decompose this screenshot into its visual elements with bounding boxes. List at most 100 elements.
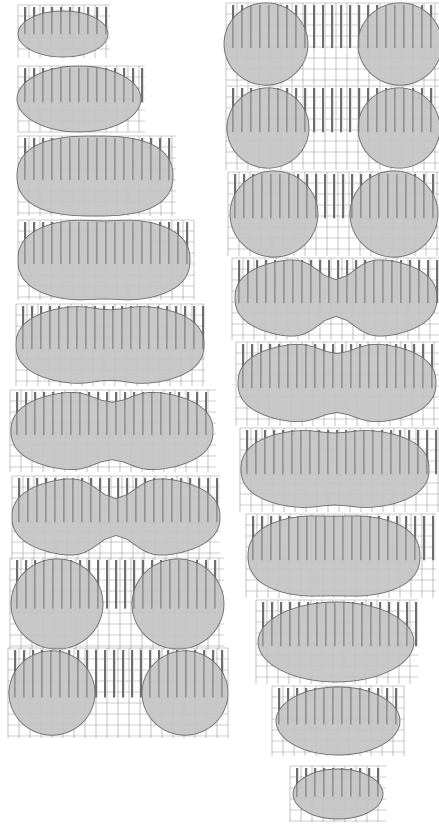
pillar-overlay-bar xyxy=(399,430,401,474)
pillar-overlay-bar xyxy=(270,174,272,218)
pillar-overlay-bar xyxy=(295,88,297,132)
pillar-overlay-bar xyxy=(121,306,123,349)
pillar-highlight xyxy=(133,650,134,698)
pillar-overlay-bar xyxy=(349,5,351,48)
droplet xyxy=(11,392,213,469)
pillar-overlay-bar xyxy=(132,222,134,264)
pillar-overlay-bar xyxy=(142,392,144,435)
pillar-overlay-bar xyxy=(42,68,44,102)
pillar-overlay-bar xyxy=(271,602,273,646)
pillar-overlay-bar xyxy=(291,430,293,474)
pillar-overlay-bar xyxy=(70,560,72,609)
droplet-frame xyxy=(228,171,439,257)
pillar-overlay-bar xyxy=(394,88,396,132)
pillar-overlay-bar xyxy=(385,5,387,48)
pillar-overlay-bar xyxy=(142,560,144,609)
pillar-overlay-bar xyxy=(358,88,360,132)
pillar-overlay-bar xyxy=(70,392,72,435)
pillar-overlay-bar xyxy=(52,392,54,435)
pillar-overlay-bar xyxy=(79,560,81,609)
pillar-overlay-bar xyxy=(87,7,89,34)
pillar-overlay-bar xyxy=(159,222,161,264)
pillar-overlay-bar xyxy=(376,88,378,132)
pillar-overlay-bar xyxy=(196,392,198,435)
pillar-overlay-bar xyxy=(33,7,35,34)
pillar-overlay-bar xyxy=(372,430,374,474)
pillar-overlay-bar xyxy=(304,88,306,132)
pillar-overlay-bar xyxy=(400,260,402,303)
pillar-overlay-bar xyxy=(269,344,271,388)
droplet-frame xyxy=(290,766,386,822)
pillar-overlay-bar xyxy=(59,650,61,698)
pillar-overlay-bar xyxy=(395,344,397,388)
pillar-highlight xyxy=(342,5,343,48)
pillar-overlay-bar xyxy=(364,260,366,303)
droplet xyxy=(238,344,436,421)
pillar-overlay-bar xyxy=(45,478,47,522)
pillar-overlay-bar xyxy=(386,688,388,725)
pillar-highlight xyxy=(335,174,336,218)
pillar-overlay-bar xyxy=(342,516,344,560)
pillar-overlay-bar xyxy=(114,68,116,102)
pillar-overlay-bar xyxy=(186,222,188,264)
pillar-overlay-bar xyxy=(279,174,281,218)
pillar-overlay-bar xyxy=(243,174,245,218)
pillar-overlay-bar xyxy=(123,68,125,102)
pillar-overlay-bar xyxy=(360,174,362,218)
pillar-highlight xyxy=(324,88,325,132)
pillar-overlay-bar xyxy=(187,392,189,435)
pillar-overlay-bar xyxy=(232,5,234,48)
pillar-overlay-bar xyxy=(323,768,325,797)
droplet xyxy=(241,431,429,508)
pillar-overlay-bar xyxy=(274,260,276,303)
pillar-overlay-bar xyxy=(250,5,252,48)
pillar-overlay-bar xyxy=(95,650,97,698)
pillar-overlay-bar xyxy=(60,68,62,102)
pillar-overlay-bar xyxy=(33,222,35,264)
pillar-overlay-bar xyxy=(395,688,397,725)
pillar-overlay-bar xyxy=(252,516,254,560)
pillar-overlay-bar xyxy=(151,560,153,609)
droplet-frame xyxy=(224,3,439,85)
pillar-highlight xyxy=(333,88,334,132)
pillar-overlay-bar xyxy=(270,516,272,560)
pillar-overlay-bar xyxy=(295,5,297,48)
droplet-right xyxy=(350,171,438,257)
pillar-overlay-bar xyxy=(27,478,29,522)
pillar-overlay-bar xyxy=(354,430,356,474)
pillar-overlay-bar xyxy=(259,5,261,48)
pillar-overlay-bar xyxy=(431,344,433,388)
pillar-overlay-bar xyxy=(435,430,437,474)
pillar-overlay-bar xyxy=(256,260,258,303)
pillar-overlay-bar xyxy=(72,478,74,522)
pillar-overlay-bar xyxy=(104,650,106,698)
pillar-overlay-bar xyxy=(314,344,316,388)
pillar-overlay-bar xyxy=(315,174,317,218)
pillar-overlay-bar xyxy=(49,306,51,349)
pillar-overlay-bar xyxy=(61,560,63,609)
pillar-highlight xyxy=(108,560,109,609)
pillar-overlay-bar xyxy=(24,7,26,34)
pillar-highlight xyxy=(326,174,327,218)
pillar-overlay-bar xyxy=(406,602,408,646)
pillar-overlay-bar xyxy=(260,344,262,388)
pillar-overlay-bar xyxy=(96,7,98,34)
pillar-overlay-bar xyxy=(262,602,264,646)
pillar-overlay-bar xyxy=(286,5,288,48)
pillar-overlay-bar xyxy=(25,392,27,435)
pillar-overlay-bar xyxy=(242,344,244,388)
droplet xyxy=(18,11,108,57)
pillar-overlay-bar xyxy=(24,222,26,264)
pillar-overlay-bar xyxy=(169,560,171,609)
pillar-overlay-bar xyxy=(42,222,44,264)
pillar-overlay xyxy=(252,516,434,560)
pillar-overlay-bar xyxy=(282,430,284,474)
pillar-overlay-bar xyxy=(436,260,438,303)
pillar-overlay-bar xyxy=(202,306,204,349)
pillar-overlay-bar xyxy=(261,516,263,560)
pillar-overlay-bar xyxy=(368,768,370,797)
pillar-overlay-bar xyxy=(328,260,330,303)
pillar-overlay-bar xyxy=(409,260,411,303)
pillar-overlay-bar xyxy=(378,174,380,218)
pillar-overlay-bar xyxy=(18,478,20,522)
